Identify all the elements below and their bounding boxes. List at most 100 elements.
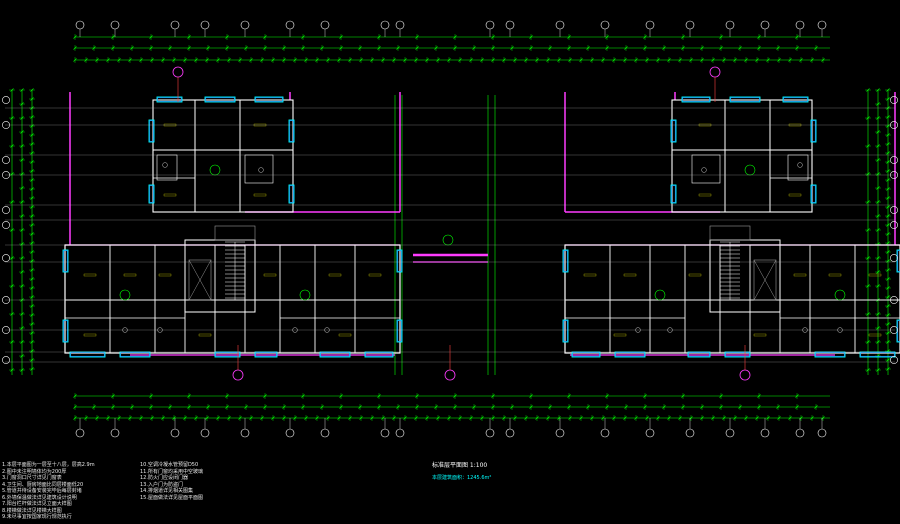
window-side-inner — [811, 185, 816, 203]
room-label-mark — [788, 193, 802, 197]
window-bottom-inner — [725, 352, 750, 357]
axis-bubble-right — [890, 206, 898, 214]
room-label-mark — [198, 333, 212, 337]
room-label-mark — [698, 193, 712, 197]
window-side — [810, 119, 817, 143]
axis-bubble-left — [2, 254, 10, 262]
note-line: 3.门窗洞口尺寸详见门窗表 — [2, 475, 62, 481]
room-label-mark — [83, 333, 97, 337]
axis-bubble-right — [890, 356, 898, 364]
axis-bubble-right — [890, 326, 898, 334]
drawing-subtitle: 本层建筑面积：1245.6m² — [432, 475, 492, 481]
window-bottom-inner — [572, 352, 600, 357]
window-side-inner — [671, 120, 676, 142]
window-side-inner — [149, 120, 154, 142]
room-label-mark — [83, 273, 97, 277]
axis-bubble-left — [2, 96, 10, 104]
window-top — [681, 96, 711, 103]
window-side — [670, 184, 677, 204]
window-bottom-inner — [365, 352, 393, 357]
title-block: 标准层平面图 1:100 本层建筑面积：1245.6m² — [432, 460, 491, 481]
room-label-mark — [123, 273, 137, 277]
upper-block-wall — [152, 99, 294, 213]
note-line: 8.楼梯做法详见楼梯大样图 — [2, 507, 62, 514]
axis-bubble-left — [2, 171, 10, 179]
axis-bubble-left — [2, 221, 10, 229]
window-top — [782, 96, 809, 103]
window-side — [670, 119, 677, 143]
room-label-mark — [623, 273, 637, 277]
window-side-inner — [289, 120, 294, 142]
window-top-inner — [255, 97, 283, 102]
window-side — [148, 184, 155, 204]
window-side-inner — [149, 185, 154, 203]
window-bottom-inner — [215, 352, 240, 357]
window-side — [288, 119, 295, 143]
note-line: 7.阳台栏杆做法详见立面大样图 — [2, 501, 72, 507]
note-line: 11.所有门窗均采用中空玻璃 — [140, 468, 203, 475]
note-line: 4.卫生间、厨房地面比同层楼面低20 — [2, 481, 84, 488]
window-bottom-inner — [815, 352, 845, 357]
room-label-mark — [158, 273, 172, 277]
room-label-mark — [613, 333, 627, 337]
window-side — [62, 319, 69, 343]
note-line: 15.屋面做法详见屋面平面图 — [140, 494, 203, 501]
room-label-mark — [263, 273, 277, 277]
sanitary-fixture — [258, 167, 264, 173]
sanitary-fixture — [701, 167, 707, 173]
room-label-mark — [868, 333, 882, 337]
window-side — [810, 184, 817, 204]
note-line: 2.图中未注明墙体均为200厚 — [2, 468, 67, 475]
dimension-lines — [9, 34, 891, 421]
window-side — [396, 319, 403, 343]
window-side — [62, 249, 69, 273]
window-top-inner — [783, 97, 808, 102]
notes-middle: 10.空调冷凝水管预留D50 11.所有门窗均采用中空玻璃 12.防火门应设闭门… — [140, 462, 203, 501]
note-line: 6.外墙保温做法详见建筑设计说明 — [2, 494, 77, 501]
sanitary-fixture — [162, 162, 168, 168]
window-side-inner — [671, 185, 676, 203]
axis-bubble-right — [890, 296, 898, 304]
room-label-mark — [583, 273, 597, 277]
window-top-inner — [157, 97, 182, 102]
window-side — [562, 249, 569, 273]
window-side-inner — [563, 320, 568, 342]
window-bottom-inner — [120, 352, 150, 357]
axis-bubble-right — [890, 254, 898, 262]
window-side — [396, 249, 403, 273]
window-bottom-inner — [688, 352, 710, 357]
room-label-mark — [368, 273, 382, 277]
window-side-inner — [811, 120, 816, 142]
window-side — [562, 319, 569, 343]
upper-block-wall — [671, 99, 813, 213]
window-top — [254, 96, 284, 103]
window-top-inner — [205, 97, 235, 102]
axis-bubble-right — [890, 221, 898, 229]
window-side-inner — [397, 320, 402, 342]
axis-bubble-right — [890, 96, 898, 104]
room-label-mark — [793, 273, 807, 277]
window-side-inner — [63, 250, 68, 272]
window-top-inner — [682, 97, 710, 102]
room-label-mark — [688, 273, 702, 277]
axis-bubble-left — [2, 121, 10, 129]
axis-bubble-right — [890, 156, 898, 164]
sanitary-fixture — [797, 162, 803, 168]
window-bottom-inner — [320, 352, 350, 357]
window-top — [729, 96, 761, 103]
window-bottom-inner — [615, 352, 645, 357]
note-line: 1.本层平面图为一层至十八层，层高2.9m — [2, 462, 95, 468]
room-label-mark — [163, 193, 177, 197]
window-side — [148, 119, 155, 143]
lobby — [214, 225, 256, 241]
window-bottom-inner — [70, 352, 105, 357]
note-line: 14.排烟道详见相关图集 — [140, 488, 193, 494]
note-line: 12.防火门应设闭门器 — [140, 475, 188, 481]
window-bottom-inner — [255, 352, 277, 357]
window-top — [156, 96, 183, 103]
window-top — [204, 96, 236, 103]
drawing-title: 标准层平面图 1:100 — [432, 462, 488, 469]
axis-bubble-left — [2, 326, 10, 334]
room-label-mark — [328, 273, 342, 277]
